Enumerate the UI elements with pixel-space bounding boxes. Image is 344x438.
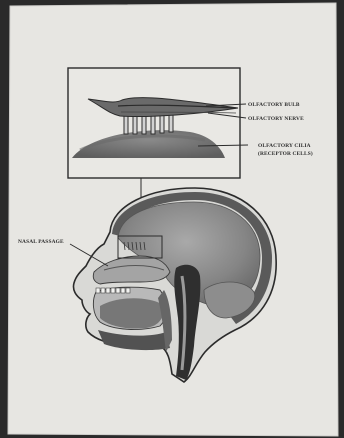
label-receptor-cells: (RECEPTOR CELLS) (258, 150, 313, 157)
label-olfactory-cilia: OLFACTORY CILIA (258, 143, 311, 149)
inset-detail (68, 68, 240, 178)
tongue (100, 298, 163, 328)
label-olfactory-nerve: OLFACTORY NERVE (248, 116, 304, 122)
label-olfactory-bulb: OLFACTORY BULB (248, 102, 300, 108)
label-nasal-passage: NASAL PASSAGE (18, 239, 64, 245)
teeth (96, 288, 130, 293)
